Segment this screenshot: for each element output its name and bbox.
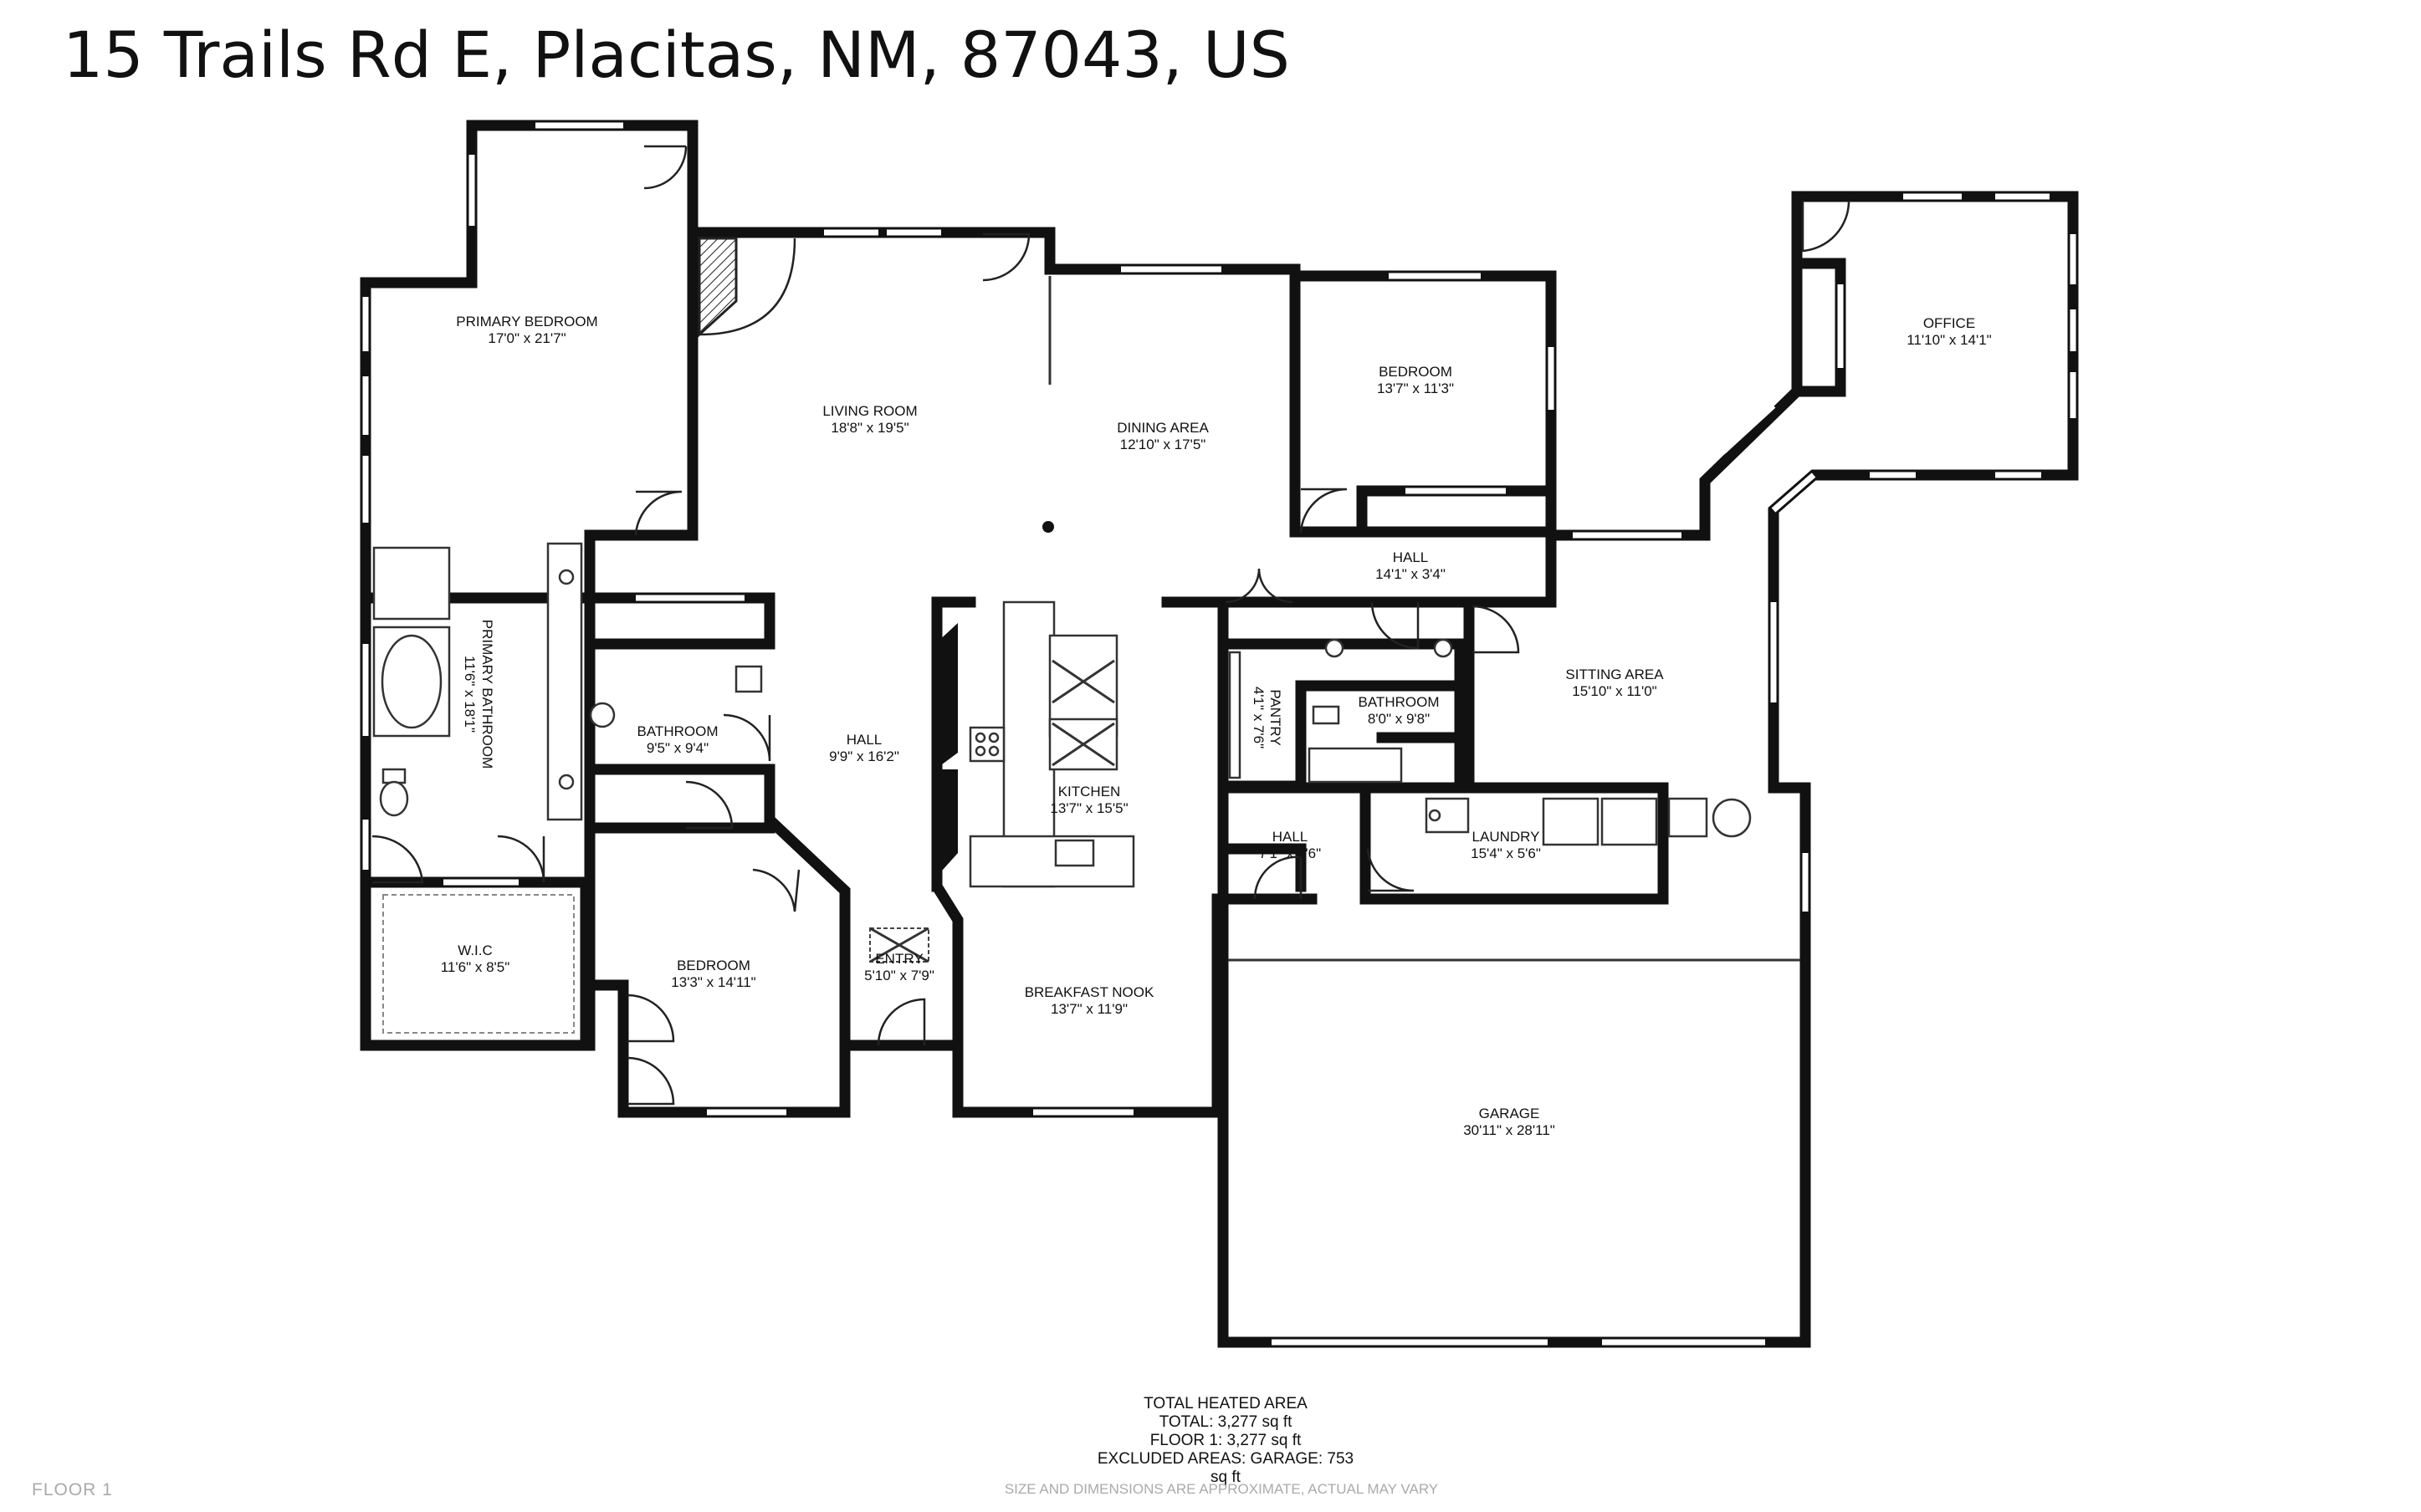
room-dim: 30'11" x 28'11"	[1463, 1122, 1555, 1138]
room-dim: 15'10" x 11'0"	[1572, 683, 1656, 699]
room-label: DINING AREA	[1117, 420, 1209, 436]
room-dim: 13'7" x 11'3"	[1377, 381, 1454, 396]
room-dim: 13'7" x 11'9"	[1051, 1001, 1128, 1017]
room-label: HALL	[1393, 549, 1429, 565]
room-dim: 11'6" x 8'5"	[441, 959, 510, 975]
room-label: PRIMARY BEDROOM	[456, 314, 597, 329]
room-label: HALL	[847, 732, 883, 748]
address-title: 15 Trails Rd E, Placitas, NM, 87043, US	[63, 18, 1290, 92]
room-label: HALL	[1272, 829, 1308, 845]
room-label: KITCHEN	[1058, 784, 1121, 799]
room-labels: PRIMARY BEDROOM 17'0" x 21'7" LIVING ROO…	[441, 314, 1992, 1138]
room-label: GARAGE	[1479, 1106, 1540, 1121]
room-dim: 17'0" x 21'7"	[488, 330, 566, 346]
room-label: BEDROOM	[1379, 364, 1452, 380]
doors	[371, 145, 1850, 1106]
room-dim: 5'10" x 7'9"	[864, 968, 934, 983]
walls	[360, 120, 2079, 1348]
room-dim: 9'9" x 16'2"	[829, 748, 899, 764]
room-label: ENTRY	[875, 951, 923, 967]
room-label: BATHROOM	[637, 723, 719, 739]
fixtures	[372, 237, 1800, 1034]
summary-floor1: FLOOR 1: 3,277 sq ft	[1149, 1432, 1302, 1449]
room-label: BEDROOM	[677, 958, 750, 973]
floor-label: FLOOR 1	[32, 1480, 113, 1499]
windows	[362, 122, 2076, 1346]
area-summary: TOTAL HEATED AREA TOTAL: 3,277 sq ft FLO…	[1088, 1395, 1364, 1487]
summary-heading: TOTAL HEATED AREA	[1144, 1395, 1308, 1412]
room-label: PRIMARY BATHROOM	[479, 620, 495, 769]
room-dim: 8'0" x 9'8"	[1368, 711, 1430, 727]
room-dim: 15'4" x 5'6"	[1471, 845, 1541, 861]
room-label: PANTRY	[1267, 689, 1283, 745]
disclaimer: SIZE AND DIMENSIONS ARE APPROXIMATE, ACT…	[1004, 1481, 1439, 1497]
room-label: SITTING AREA	[1565, 667, 1664, 682]
room-dim: 13'7" x 15'5"	[1050, 800, 1128, 816]
room-dim: 11'6" x 18'1"	[462, 656, 478, 733]
room-dim: 9'5" x 9'4"	[647, 740, 709, 756]
room-dim: 4'1" x 7'6"	[1251, 687, 1267, 748]
room-dim: 7'1" x 5'6"	[1259, 845, 1321, 861]
room-label: BATHROOM	[1359, 694, 1440, 710]
room-dim: 11'10" x 14'1"	[1907, 332, 1991, 348]
room-label: BREAKFAST NOOK	[1025, 984, 1154, 1000]
room-dim: 18'8" x 19'5"	[831, 420, 909, 436]
room-dim: 13'3" x 14'11"	[671, 974, 755, 990]
room-label: W.I.C	[458, 942, 493, 958]
summary-excluded: EXCLUDED AREAS: GARAGE: 753 sq ft	[1097, 1450, 1354, 1486]
summary-total: TOTAL: 3,277 sq ft	[1159, 1413, 1292, 1431]
room-dim: 14'1" x 3'4"	[1375, 566, 1446, 582]
room-dim: 12'10" x 17'5"	[1120, 437, 1206, 452]
room-label: OFFICE	[1923, 315, 1975, 331]
room-label: LAUNDRY	[1472, 829, 1540, 845]
room-label: LIVING ROOM	[822, 403, 917, 419]
